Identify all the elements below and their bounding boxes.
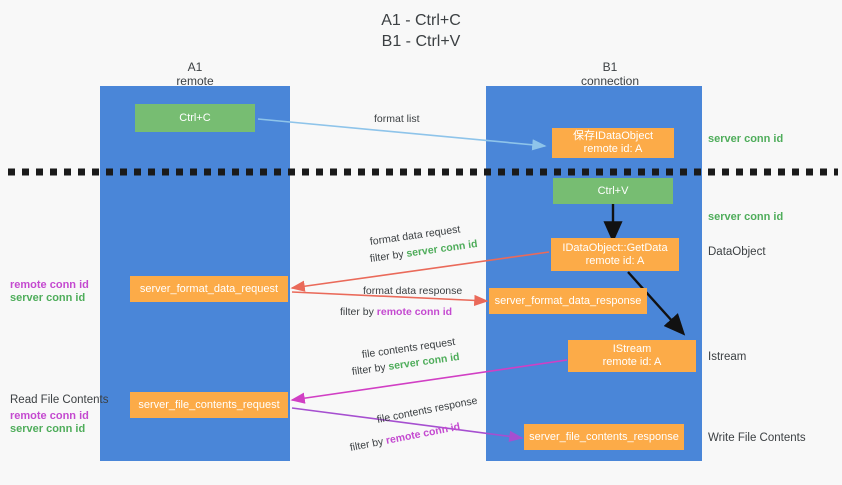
- node-server-format-data-request-label: server_format_data_request: [139, 282, 279, 295]
- node-ctrl-c[interactable]: Ctrl+C: [135, 104, 255, 132]
- node-server-format-data-response[interactable]: server_format_data_response: [489, 288, 647, 314]
- right-label-server-conn-id-2: server conn id: [708, 211, 784, 223]
- right-label-write-file-contents: Write File Contents: [708, 432, 806, 444]
- arrow-format-list: [257, 118, 547, 151]
- arrow-format-data-response: [291, 291, 489, 307]
- left-label-server-conn-id-1: server conn id: [10, 292, 86, 304]
- column-a1-sub: remote: [176, 74, 214, 88]
- node-server-file-contents-request-label: server_file_contents_request: [138, 398, 280, 411]
- edge-filter-by-text-2: filter by: [340, 306, 377, 318]
- column-header-b1: B1 connection: [550, 60, 670, 88]
- left-label-remote-conn-id-2: remote conn id: [10, 410, 89, 422]
- right-label-istream: Istream: [708, 351, 747, 363]
- node-getdata-line1: IDataObject::GetData: [562, 241, 668, 254]
- node-idataobject-getdata[interactable]: IDataObject::GetData remote id: A: [551, 238, 679, 271]
- arrow-getdata-to-istream: [627, 271, 686, 336]
- arrow-file-contents-request: [290, 359, 568, 404]
- edge-highlight-remote-conn-id-1: remote conn id: [376, 306, 453, 318]
- node-istream[interactable]: IStream remote id: A: [568, 340, 696, 372]
- node-ctrl-v-label: Ctrl+V: [597, 184, 629, 197]
- node-getdata-line2: remote id: A: [585, 254, 645, 267]
- left-label-server-conn-id-2: server conn id: [10, 423, 86, 435]
- title-line-2: B1 - Ctrl+V: [381, 33, 461, 50]
- node-save-idataobject[interactable]: 保存IDataObject remote id: A: [552, 128, 674, 158]
- node-server-file-contents-response[interactable]: server_file_contents_response: [524, 424, 684, 450]
- node-istream-line2: remote id: A: [602, 356, 662, 368]
- node-server-format-data-request[interactable]: server_format_data_request: [130, 276, 288, 302]
- node-server-file-contents-request[interactable]: server_file_contents_request: [130, 392, 288, 418]
- node-server-format-data-response-label: server_format_data_response: [494, 294, 642, 307]
- node-save-idataobject-line1: 保存IDataObject: [572, 130, 654, 142]
- column-header-a1: A1 remote: [135, 60, 255, 88]
- arrow-file-contents-response: [291, 407, 524, 442]
- node-istream-line1: IStream: [612, 343, 652, 355]
- right-label-dataobject: DataObject: [708, 246, 766, 258]
- right-label-server-conn-id-1: server conn id: [708, 133, 784, 145]
- diagram-title: A1 - Ctrl+C B1 - Ctrl+V: [0, 10, 842, 52]
- arrow-format-data-request: [290, 251, 550, 292]
- node-server-file-contents-response-label: server_file_contents_response: [529, 430, 679, 443]
- node-ctrl-c-label: Ctrl+C: [179, 111, 211, 124]
- column-a1-name: A1: [187, 60, 203, 74]
- edge-label-format-list: format list: [374, 113, 420, 125]
- title-line-1: A1 - Ctrl+C: [381, 12, 461, 29]
- column-b1-sub: connection: [580, 74, 640, 88]
- left-label-read-file-contents: Read File Contents: [10, 394, 109, 406]
- node-save-idataobject-line2: remote id: A: [583, 143, 643, 155]
- column-b1-name: B1: [602, 60, 618, 74]
- edge-label-format-data-response-line1: format data response: [363, 285, 463, 297]
- left-label-remote-conn-id-1: remote conn id: [10, 279, 89, 291]
- node-ctrl-v[interactable]: Ctrl+V: [553, 178, 673, 204]
- edge-label-format-data-response-line2: filter by remote conn id: [340, 305, 452, 319]
